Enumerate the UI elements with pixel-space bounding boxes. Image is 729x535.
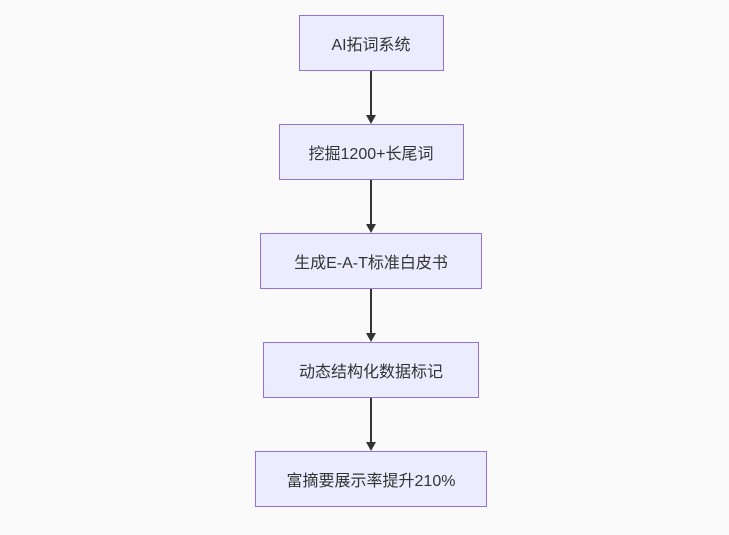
flow-node-label: 富摘要展示率提升210%	[286, 473, 456, 490]
arrow-down-icon	[366, 224, 376, 233]
flowchart: AI拓词系统 挖掘1200+长尾词 生成E-A-T标准白皮书 动态结构化数据标记…	[255, 15, 487, 507]
arrow-line	[370, 71, 372, 116]
flow-edge-3-4	[365, 289, 377, 342]
flow-edge-4-5	[365, 398, 377, 451]
arrow-down-icon	[366, 333, 376, 342]
flow-edge-1-2	[365, 71, 377, 124]
flow-node-ai-word-expansion-system: AI拓词系统	[298, 15, 444, 71]
flow-node-dynamic-structured-data-markup: 动态结构化数据标记	[263, 342, 479, 398]
flow-node-rich-snippet-rate-increase: 富摘要展示率提升210%	[255, 451, 487, 507]
arrow-down-icon	[366, 442, 376, 451]
arrow-line	[370, 289, 372, 334]
flow-node-label: 动态结构化数据标记	[298, 364, 443, 381]
flow-node-label: 生成E-A-T标准白皮书	[294, 255, 448, 272]
arrow-line	[370, 180, 372, 225]
flow-edge-2-3	[365, 180, 377, 233]
arrow-line	[370, 398, 372, 443]
flow-node-label: 挖掘1200+长尾词	[308, 146, 434, 163]
flow-node-generate-eat-whitepaper: 生成E-A-T标准白皮书	[260, 233, 482, 289]
flow-node-label: AI拓词系统	[331, 37, 411, 54]
arrow-down-icon	[366, 115, 376, 124]
flow-node-mine-longtail-keywords: 挖掘1200+长尾词	[278, 124, 464, 180]
